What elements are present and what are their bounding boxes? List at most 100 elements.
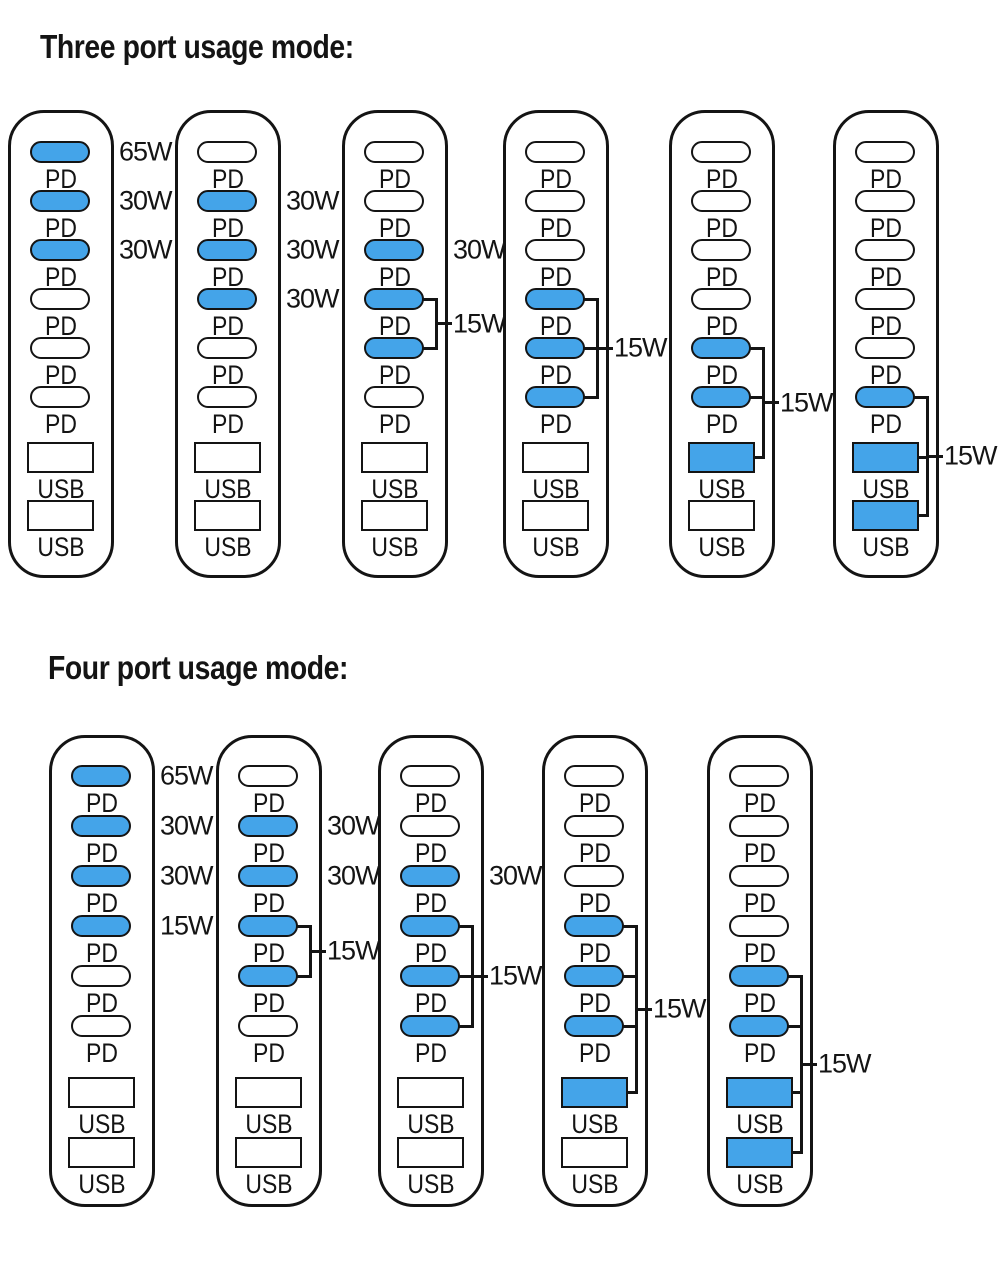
pd-port bbox=[729, 915, 789, 937]
bracket-stub bbox=[296, 924, 312, 928]
port-type-label: PD bbox=[415, 838, 447, 868]
port-type-label: PD bbox=[253, 938, 285, 968]
usb-port bbox=[234, 1137, 302, 1168]
port-type-label: PD bbox=[212, 164, 244, 194]
pd-port bbox=[855, 190, 915, 212]
pd-port-active bbox=[691, 386, 751, 408]
pd-port-active bbox=[729, 1015, 789, 1037]
usb-port bbox=[234, 1077, 302, 1108]
port-type-label: USB bbox=[532, 532, 580, 562]
port-type-label: PD bbox=[706, 164, 738, 194]
bracket-stub bbox=[749, 346, 765, 350]
usb-port bbox=[360, 442, 428, 473]
bracket-stub bbox=[787, 974, 803, 978]
pd-port-active bbox=[238, 965, 298, 987]
bracket-tick bbox=[800, 1062, 817, 1066]
bracket-stub bbox=[787, 1024, 803, 1028]
pd-port bbox=[525, 141, 585, 163]
pd-port-active bbox=[564, 1015, 624, 1037]
port-type-label: PD bbox=[86, 938, 118, 968]
usb-port bbox=[687, 500, 755, 531]
charger-device bbox=[49, 735, 155, 1207]
pd-port bbox=[364, 141, 424, 163]
port-type-label: PD bbox=[86, 838, 118, 868]
pd-port bbox=[197, 141, 257, 163]
port-type-label: PD bbox=[540, 311, 572, 341]
pd-port-active bbox=[400, 865, 460, 887]
port-type-label: PD bbox=[540, 360, 572, 390]
bracket-tick bbox=[762, 401, 779, 405]
port-type-label: PD bbox=[540, 164, 572, 194]
usb-port-active bbox=[851, 442, 919, 473]
wattage-label: 30W bbox=[453, 234, 507, 265]
port-type-label: PD bbox=[253, 838, 285, 868]
port-type-label: PD bbox=[45, 360, 77, 390]
port-type-label: PD bbox=[86, 788, 118, 818]
pd-port-active bbox=[525, 386, 585, 408]
port-type-label: PD bbox=[744, 938, 776, 968]
pd-port-active bbox=[525, 337, 585, 359]
port-type-label: USB bbox=[698, 474, 746, 504]
port-type-label: USB bbox=[698, 532, 746, 562]
port-type-label: PD bbox=[870, 213, 902, 243]
port-type-label: PD bbox=[86, 1038, 118, 1068]
port-type-label: PD bbox=[253, 788, 285, 818]
port-type-label: PD bbox=[540, 262, 572, 292]
port-type-label: PD bbox=[253, 988, 285, 1018]
pd-port bbox=[729, 765, 789, 787]
pd-port bbox=[238, 765, 298, 787]
wattage-label: 30W bbox=[119, 185, 173, 216]
usb-port bbox=[521, 500, 589, 531]
bracket-stub bbox=[625, 1091, 638, 1094]
pd-port bbox=[564, 765, 624, 787]
port-type-label: PD bbox=[744, 1038, 776, 1068]
bracket-stub bbox=[296, 974, 312, 978]
pd-port bbox=[400, 765, 460, 787]
port-type-label: PD bbox=[45, 311, 77, 341]
port-type-label: PD bbox=[540, 213, 572, 243]
usb-port bbox=[193, 442, 261, 473]
port-type-label: PD bbox=[870, 262, 902, 292]
pd-port bbox=[30, 337, 90, 359]
bracket-stub bbox=[790, 1151, 803, 1154]
bracket-stub bbox=[790, 1091, 803, 1094]
pd-port bbox=[525, 190, 585, 212]
port-type-label: PD bbox=[415, 988, 447, 1018]
port-type-label: PD bbox=[86, 988, 118, 1018]
wattage-label: 30W bbox=[160, 860, 214, 891]
port-type-label: USB bbox=[204, 474, 252, 504]
bracket-stub bbox=[583, 395, 599, 399]
port-type-label: PD bbox=[45, 213, 77, 243]
port-type-label: PD bbox=[870, 164, 902, 194]
pd-port bbox=[197, 337, 257, 359]
pd-port bbox=[30, 386, 90, 408]
pd-port bbox=[71, 965, 131, 987]
pd-port-active bbox=[30, 190, 90, 212]
pd-port bbox=[729, 815, 789, 837]
port-type-label: PD bbox=[706, 262, 738, 292]
wattage-label: 15W bbox=[453, 308, 507, 338]
usb-port-active bbox=[687, 442, 755, 473]
pd-port bbox=[364, 386, 424, 408]
bracket-stub bbox=[622, 974, 638, 978]
pd-port bbox=[855, 337, 915, 359]
bracket-tick bbox=[471, 974, 488, 978]
port-type-label: USB bbox=[407, 1109, 455, 1139]
port-type-label: USB bbox=[736, 1109, 784, 1139]
pd-port bbox=[71, 1015, 131, 1037]
pd-port-active bbox=[564, 965, 624, 987]
wattage-label: 30W bbox=[286, 185, 340, 216]
port-type-label: USB bbox=[78, 1169, 126, 1199]
port-type-label: PD bbox=[379, 164, 411, 194]
port-type-label: PD bbox=[579, 888, 611, 918]
pd-port bbox=[729, 865, 789, 887]
usb-port-active bbox=[725, 1137, 793, 1168]
port-type-label: USB bbox=[245, 1169, 293, 1199]
usb-port-active bbox=[560, 1077, 628, 1108]
bracket-stub bbox=[422, 346, 438, 350]
port-type-label: PD bbox=[706, 213, 738, 243]
port-type-label: PD bbox=[86, 888, 118, 918]
port-type-label: PD bbox=[379, 262, 411, 292]
port-type-label: USB bbox=[245, 1109, 293, 1139]
pd-port-active bbox=[729, 965, 789, 987]
